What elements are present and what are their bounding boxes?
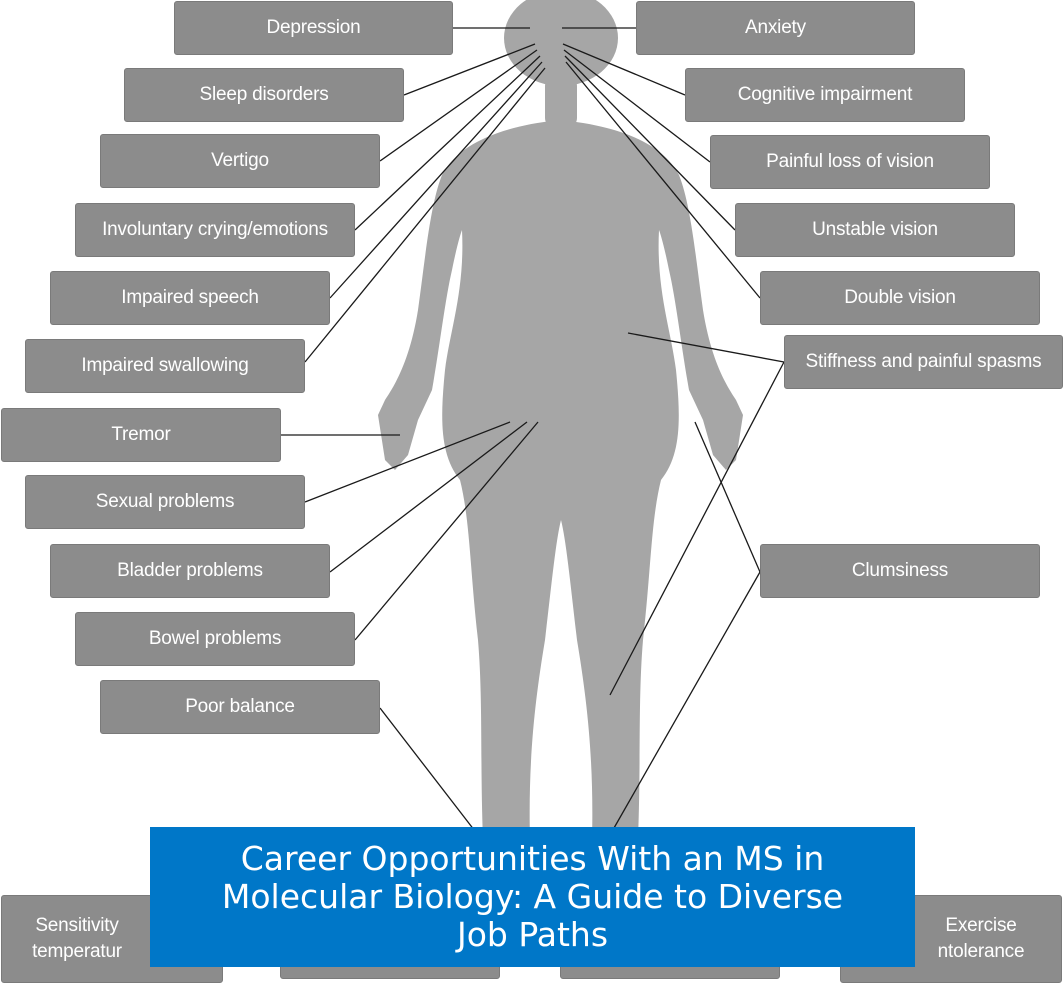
label-poor-balance: Poor balance [100, 680, 380, 734]
human-silhouette [378, 0, 743, 840]
label-clumsiness: Clumsiness [760, 544, 1040, 598]
label-impaired-swallowing: Impaired swallowing [25, 339, 305, 393]
silhouette-torso-limbs [378, 120, 743, 840]
label-painful-loss-of-vision: Painful loss of vision [710, 135, 990, 189]
label-cognitive-impairment: Cognitive impairment [685, 68, 965, 122]
label-unstable-vision: Unstable vision [735, 203, 1015, 257]
label-impaired-speech: Impaired speech [50, 271, 330, 325]
label-stiffness-and-spasms: Stiffness and painful spasms [784, 335, 1063, 389]
connector-lines [281, 27, 785, 836]
label-double-vision: Double vision [760, 271, 1040, 325]
label-bladder-problems: Bladder problems [50, 544, 330, 598]
label-tremor: Tremor [1, 408, 281, 462]
article-title-banner: Career Opportunities With an MS in Molec… [150, 827, 915, 967]
label-sexual-problems: Sexual problems [25, 475, 305, 529]
label-involuntary-crying: Involuntary crying/emotions [75, 203, 355, 257]
label-vertigo: Vertigo [100, 134, 380, 188]
silhouette-head [504, 0, 618, 86]
label-sleep-disorders: Sleep disorders [124, 68, 404, 122]
label-depression: Depression [174, 1, 453, 55]
label-bowel-problems: Bowel problems [75, 612, 355, 666]
silhouette-neck [545, 76, 577, 128]
label-anxiety: Anxiety [636, 1, 915, 55]
banner-title: Career Opportunities With an MS in Molec… [221, 839, 844, 954]
